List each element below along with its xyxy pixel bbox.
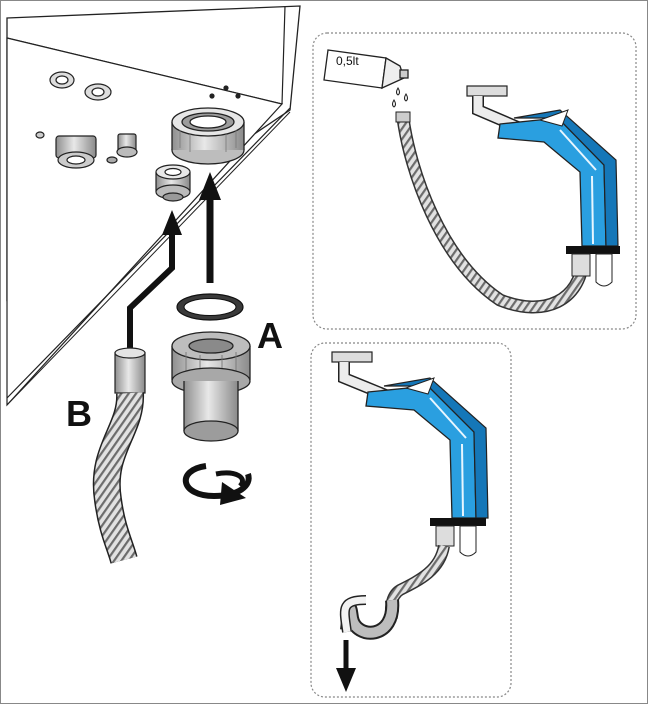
volume-label: 0,5lt xyxy=(336,54,359,68)
water-bottle xyxy=(323,49,409,90)
label-a: A xyxy=(257,315,283,356)
siphon-top xyxy=(466,85,620,287)
siphon-bottom xyxy=(331,351,489,557)
water-drops-icon xyxy=(392,87,408,108)
boiler-fittings xyxy=(35,71,241,169)
panel-drain-siphon xyxy=(310,342,512,698)
seal-ring xyxy=(176,293,244,321)
rotate-clockwise-icon xyxy=(183,463,252,505)
label-b: B xyxy=(66,393,92,434)
arrow-down-icon xyxy=(336,640,356,692)
safety-valve-outlet xyxy=(155,164,191,202)
arrow-up-icon xyxy=(127,210,182,350)
arrow-up-icon xyxy=(199,172,221,283)
flexible-hose-b xyxy=(92,347,146,564)
fill-hose xyxy=(395,111,590,314)
drain-hose xyxy=(339,544,450,640)
condensate-outlet xyxy=(171,107,245,165)
siphon-connector xyxy=(171,331,251,442)
panel-fill-siphon xyxy=(312,32,637,330)
